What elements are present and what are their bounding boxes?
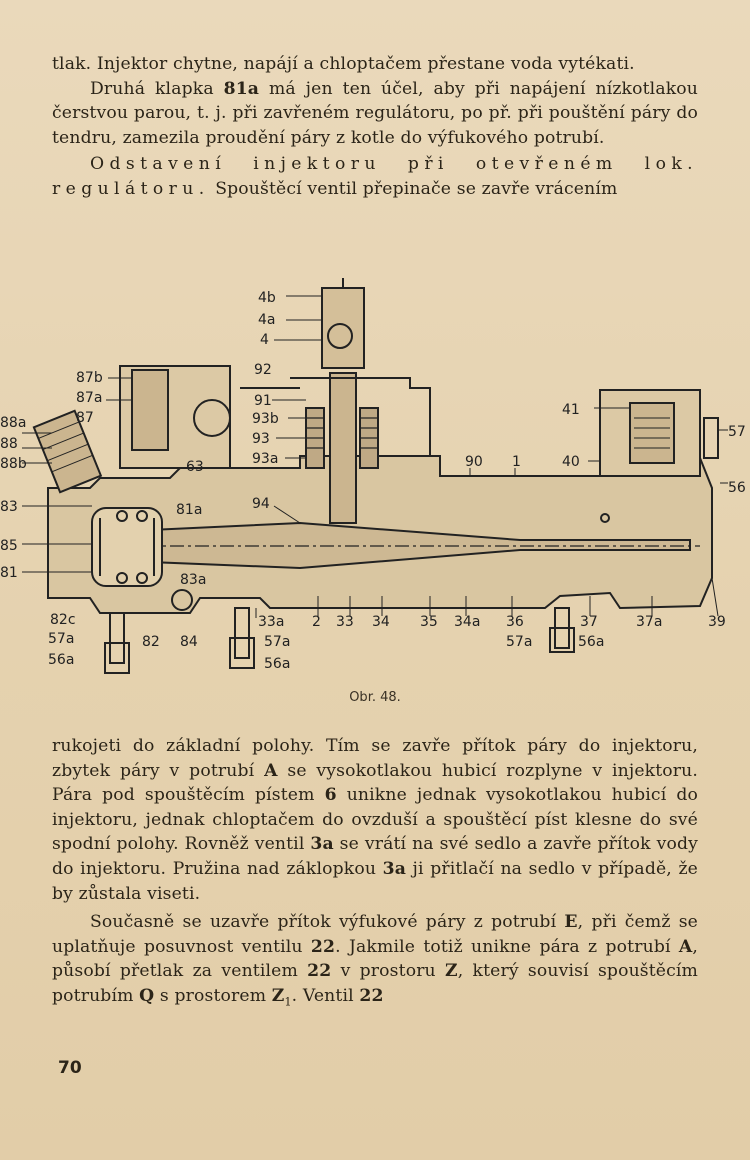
label-81a: 81a	[176, 502, 202, 518]
top-text: tlak. Injektor chytne, napájí a chloptač…	[52, 52, 698, 202]
label-88: 88	[0, 436, 18, 452]
label-81: 81	[0, 565, 18, 581]
label-37a: 37a	[636, 614, 662, 630]
paragraph-5: Současně se uzavře přítok výfukové páry …	[52, 912, 699, 1009]
page-number: 70	[58, 1058, 82, 1078]
label-56a-right: 56a	[578, 634, 604, 650]
paragraph-3: Odstavení injektoru při otevřeném lok. r…	[52, 154, 698, 199]
label-4b: 4b	[258, 290, 276, 306]
label-37: 37	[580, 614, 598, 630]
label-56: 56	[728, 480, 746, 496]
label-56a-center: 56a	[264, 656, 290, 672]
label-57: 57	[728, 424, 746, 440]
label-34: 34	[372, 614, 390, 630]
label-83: 83	[0, 499, 18, 515]
label-87b: 87b	[76, 370, 103, 386]
bottom-text: rukojeti do základní polohy. Tím se zavř…	[52, 734, 698, 1015]
label-84: 84	[180, 634, 198, 650]
label-85: 85	[0, 538, 18, 554]
label-4: 4	[260, 332, 269, 348]
label-1: 1	[512, 454, 521, 470]
paragraph-2: Druhá klapka 81a má jen ten účel, aby př…	[52, 78, 698, 148]
figure-labels: 4b 4a 4 92 91 93b 93 93a 94 87b 87a 87 8…	[0, 290, 746, 672]
label-82c: 82c	[50, 612, 76, 628]
label-87: 87	[76, 410, 94, 426]
label-90: 90	[465, 454, 483, 470]
label-33a: 33a	[258, 614, 284, 630]
label-93b: 93b	[252, 411, 279, 427]
figure-caption: Obr. 48.	[349, 690, 401, 705]
label-36: 36	[506, 614, 524, 630]
label-57a-center: 57a	[264, 634, 290, 650]
label-41: 41	[562, 402, 580, 418]
label-92: 92	[254, 362, 272, 378]
section-heading: Odstavení injektoru při otevřeném lok. r…	[52, 154, 698, 199]
label-35: 35	[420, 614, 438, 630]
label-57a-left: 57a	[48, 631, 74, 647]
label-4a: 4a	[258, 312, 276, 328]
label-82: 82	[142, 634, 160, 650]
label-63: 63	[186, 459, 204, 475]
label-83a: 83a	[180, 572, 206, 588]
label-91: 91	[254, 393, 272, 409]
label-87a: 87a	[76, 390, 102, 406]
label-93: 93	[252, 431, 270, 447]
label-57a-right: 57a	[506, 634, 532, 650]
label-2: 2	[312, 614, 321, 630]
label-93a: 93a	[252, 451, 278, 467]
injector-drawing: 4b 4a 4 92 91 93b 93 93a 94 87b 87a 87 8…	[0, 278, 746, 674]
label-39: 39	[708, 614, 726, 630]
label-94: 94	[252, 496, 270, 512]
label-88a: 88a	[0, 415, 26, 431]
label-56a-left: 56a	[48, 652, 74, 668]
injector-diagram: 4b 4a 4 92 91 93b 93 93a 94 87b 87a 87 8…	[0, 278, 750, 698]
label-34a: 34a	[454, 614, 480, 630]
paragraph-1: tlak. Injektor chytne, napájí a chloptač…	[52, 54, 635, 74]
label-33: 33	[336, 614, 354, 630]
label-40: 40	[562, 454, 580, 470]
label-88b: 88b	[0, 456, 27, 472]
paragraph-4: rukojeti do základní polohy. Tím se zavř…	[52, 736, 699, 904]
